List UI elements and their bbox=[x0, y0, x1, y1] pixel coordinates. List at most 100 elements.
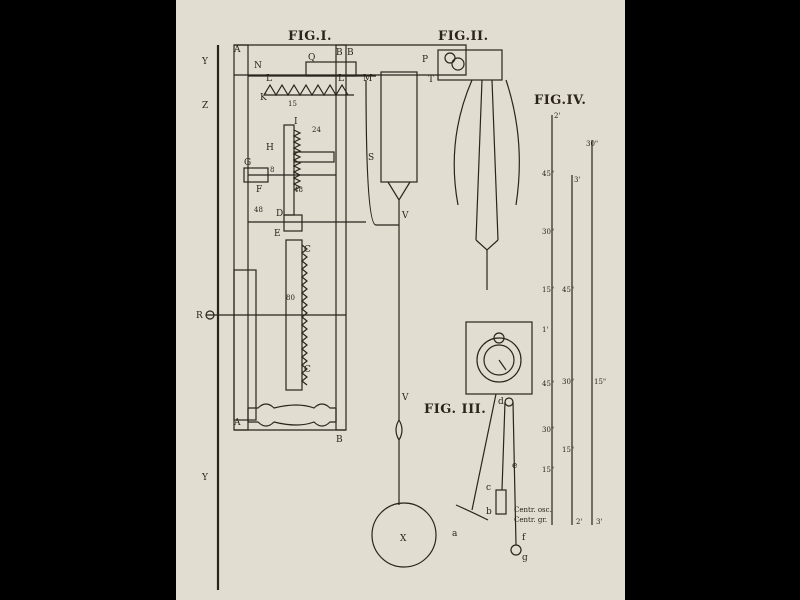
fig1-crutch bbox=[365, 79, 399, 226]
fig1-label: 8 bbox=[270, 166, 274, 174]
fig1-label: B bbox=[336, 48, 343, 58]
fig3-label: f bbox=[522, 533, 526, 543]
fig1-label: 15 bbox=[288, 100, 297, 108]
fig1-pillar bbox=[247, 403, 337, 427]
fig3-cord-right bbox=[512, 401, 517, 546]
fig1-label: F bbox=[256, 185, 262, 195]
fig2-threads bbox=[475, 79, 499, 241]
fig1-label: E bbox=[274, 229, 281, 239]
fig4-scale1-mark: 15" bbox=[542, 286, 554, 294]
fig1-verge bbox=[305, 61, 357, 77]
fig1-label: 80 bbox=[286, 294, 295, 302]
fig1-pinion-E bbox=[283, 214, 303, 232]
fig4-scale3-mark: 15" bbox=[594, 378, 606, 386]
fig4-scale1-mark: 30" bbox=[542, 426, 554, 434]
fig1-label: 48 bbox=[254, 206, 263, 214]
fig1-pendulum-bob bbox=[371, 502, 437, 568]
fig1-arbor-I bbox=[283, 124, 295, 216]
fig1-label: X bbox=[400, 534, 407, 544]
fig1-label: S bbox=[368, 153, 374, 163]
fig1-label: Q bbox=[308, 53, 315, 63]
fig1-label: A bbox=[233, 45, 241, 55]
fig1-label: T bbox=[428, 75, 434, 85]
fig3-cord-left bbox=[501, 401, 506, 491]
fig4-scale1-mark: 45" bbox=[542, 170, 554, 178]
fig1-label: M bbox=[363, 74, 372, 84]
fig1-top-screw bbox=[444, 52, 456, 64]
fig1-label: C bbox=[304, 365, 311, 375]
fig2-screw bbox=[451, 57, 465, 71]
fig1-going-drum bbox=[233, 269, 257, 421]
fig4-scale2-mark: 15" bbox=[562, 446, 574, 454]
fig1-pendulum-cock bbox=[380, 71, 418, 183]
fig1-top-bracket bbox=[234, 44, 467, 76]
fig1-cock-tip bbox=[387, 181, 411, 202]
fig1: FIG.I. bbox=[196, 29, 467, 590]
fig1-label: V bbox=[401, 211, 409, 221]
fig3-pulley bbox=[504, 397, 514, 407]
fig1-label: P bbox=[422, 55, 428, 65]
fig4-scale3-mark: 3' bbox=[596, 518, 602, 526]
fig3-label: b bbox=[486, 507, 492, 517]
fig1-label: G bbox=[244, 158, 251, 168]
fig2-suspension-block bbox=[437, 49, 503, 81]
fig4-scale2-mark: 3' bbox=[574, 176, 580, 184]
fig4: FIG.IV. 2' 45" 30" 15" 1' 45" 30" 15" 3'… bbox=[514, 93, 606, 526]
fig3-title: FIG. III. bbox=[424, 402, 486, 417]
fig4-scale1-mark: 2' bbox=[554, 112, 560, 120]
fig4-scale1-mark: 15" bbox=[542, 466, 554, 474]
fig2-cheek-right bbox=[505, 79, 520, 206]
fig1-wheel-teeth-48 bbox=[292, 129, 302, 191]
fig1-front-plate bbox=[233, 44, 249, 431]
fig4-centre-osc-label: Centr. osc. bbox=[514, 506, 552, 514]
fig3-label: c bbox=[486, 483, 491, 493]
fig4-centre-gr-label: Centr. gr. bbox=[514, 516, 547, 524]
fig3-dial-ring bbox=[483, 344, 515, 376]
fig1-label: D bbox=[276, 209, 283, 219]
fig1-title: FIG.I. bbox=[288, 29, 332, 44]
fig3: FIG. III. d e c b a f g bbox=[424, 321, 533, 563]
fig4-scale1-mark: 30" bbox=[542, 228, 554, 236]
fig1-label: R bbox=[196, 311, 203, 321]
fig2-hook bbox=[475, 239, 499, 251]
fig3-label: d bbox=[498, 397, 504, 407]
fig4-scale3-mark: 30" bbox=[586, 140, 598, 148]
fig4-title: FIG.IV. bbox=[534, 93, 586, 108]
fig2-cheek-left bbox=[453, 79, 473, 206]
fig3-pendulum-bob bbox=[455, 504, 489, 521]
fig3-clock-hand bbox=[498, 359, 507, 371]
clock-mechanism-diagram: FIG.I. bbox=[196, 29, 606, 590]
fig1-label: Y bbox=[201, 473, 209, 483]
fig1-label: K bbox=[260, 93, 267, 103]
fig1-contrate-24 bbox=[293, 151, 335, 163]
fig1-label: C bbox=[304, 245, 311, 255]
fig1-winding-square bbox=[205, 310, 215, 320]
fig1-label: B bbox=[336, 435, 343, 445]
fig1-label: L bbox=[266, 74, 272, 84]
fig4-scale2-mark: 45" bbox=[562, 286, 574, 294]
fig4-scale2-mark: 30" bbox=[562, 378, 574, 386]
fig1-label: L bbox=[338, 74, 344, 84]
fig3-weight bbox=[495, 489, 507, 515]
engraved-plate: FIG.I. bbox=[176, 0, 625, 600]
fig1-label: V bbox=[401, 393, 409, 403]
fig3-label: a bbox=[452, 529, 458, 539]
fig1-label: Y bbox=[201, 57, 209, 67]
fig1-label: N bbox=[254, 61, 262, 71]
fig3-pendulum-rod bbox=[471, 393, 497, 511]
fig4-scale2-mark: 2' bbox=[576, 518, 582, 526]
fig4-scale1-mark: 45" bbox=[542, 380, 554, 388]
fig1-label: H bbox=[266, 143, 274, 153]
fig3-label: g bbox=[522, 553, 528, 563]
fig1-label: B bbox=[347, 48, 354, 58]
fig1-label: I bbox=[294, 117, 298, 127]
fig3-clock-case bbox=[465, 321, 533, 395]
fig3-label: e bbox=[512, 461, 517, 471]
fig1-back-plate bbox=[335, 44, 347, 431]
fig1-label: 48 bbox=[294, 186, 303, 194]
fig3-small-weight bbox=[510, 544, 522, 556]
fig1-label: Z bbox=[202, 101, 208, 111]
fig2: FIG.II. bbox=[437, 29, 520, 290]
fig1-label: A bbox=[233, 418, 241, 428]
fig2-title: FIG.II. bbox=[438, 29, 489, 44]
